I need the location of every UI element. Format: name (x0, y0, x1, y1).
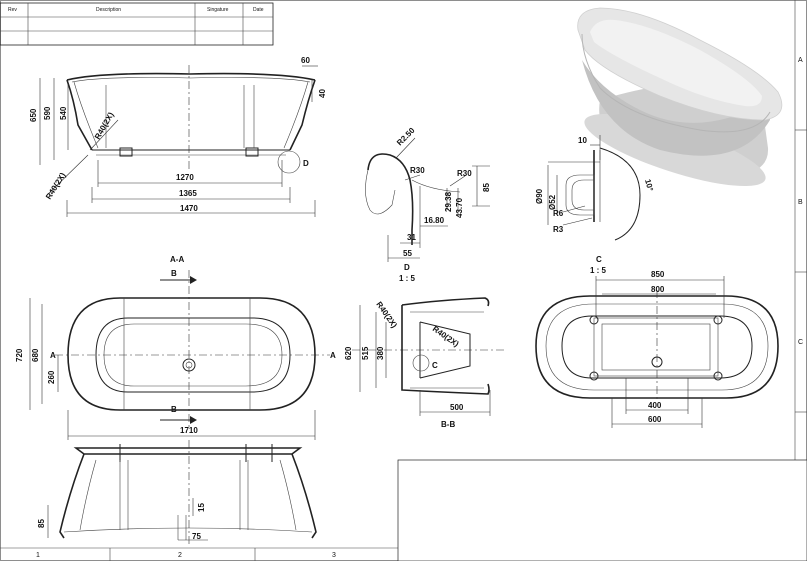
detail-c-view: 10 Ø90 Ø52 R6 R3 10° (535, 135, 655, 241)
dim-1365: 1365 (179, 189, 197, 198)
dim-16-80: 16.80 (424, 216, 445, 225)
detail-d-view: R2.50 R30 R30 29.38 43.70 85 16.80 31 55 (365, 126, 491, 262)
dim-1710: 1710 (180, 426, 198, 435)
dim-260: 260 (47, 370, 56, 384)
dim-55: 55 (403, 249, 412, 258)
dim-r30-right: R30 (457, 169, 472, 178)
dim-400: 400 (648, 401, 662, 410)
dim-75: 75 (192, 532, 201, 541)
dim-850: 850 (651, 270, 665, 279)
dim-dia-52: Ø52 (548, 194, 557, 210)
section-b-b-view: C R40(2X) R40(2X) 620 515 380 500 B-B (344, 297, 505, 429)
dim-r3: R3 (553, 225, 564, 234)
zone-row-c: C (798, 339, 803, 346)
plan-view: A-A B B A A 720 680 260 1710 (15, 255, 336, 440)
dim-500: 500 (450, 403, 464, 412)
zone-col-1: 1 (36, 552, 40, 559)
rev-header: Rev (8, 7, 17, 13)
tub-3d-render (577, 7, 783, 187)
title-block-area (397, 459, 807, 562)
detail-c-ref: C (432, 361, 438, 370)
dim-31: 31 (407, 233, 416, 242)
dim-r6: R6 (553, 209, 564, 218)
section-a-a-label: A-A (170, 255, 184, 264)
detail-c-plan-view: C 1 : 5 850 800 400 600 (535, 255, 779, 428)
dim-10: 10 (578, 136, 587, 145)
detail-d-ref: D (303, 159, 309, 168)
side-view: D 60 40 650 590 540 R40(2X) R40(2X) 1270… (29, 56, 327, 217)
section-marker-a-left: A (50, 351, 56, 360)
dim-720: 720 (15, 348, 24, 362)
detail-d-label: D (404, 263, 410, 272)
dim-590: 590 (43, 106, 52, 120)
dim-85: 85 (482, 183, 491, 192)
dim-15: 15 (197, 503, 206, 512)
dim-680: 680 (31, 348, 40, 362)
dim-r30-left: R30 (410, 166, 425, 175)
dim-800: 800 (651, 285, 665, 294)
dim-600: 600 (648, 415, 662, 424)
date-header: Date (253, 7, 264, 13)
dim-650: 650 (29, 108, 38, 122)
dim-r40-lower: R40(2X) (44, 171, 68, 201)
section-b-b-label: B-B (441, 420, 455, 429)
dim-85-front: 85 (37, 519, 46, 528)
zone-row-b: B (798, 199, 803, 206)
dim-380: 380 (376, 346, 385, 360)
zone-col-2: 2 (178, 552, 182, 559)
zone-row-a: A (798, 57, 803, 64)
signature-header: Singature (207, 7, 229, 13)
zone-col-3: 3 (332, 552, 336, 559)
dim-43-70: 43.70 (455, 197, 464, 218)
description-header: Description (96, 7, 121, 13)
front-view: 85 15 75 (37, 440, 317, 545)
dim-r40-bb-top: R40(2X) (374, 300, 399, 330)
dim-1470: 1470 (180, 204, 198, 213)
dim-515: 515 (361, 346, 370, 360)
detail-c-plan-label: C (596, 255, 602, 264)
detail-c-plan-scale: 1 : 5 (590, 266, 607, 275)
dim-40: 40 (318, 89, 327, 98)
dim-29-38: 29.38 (444, 191, 453, 212)
dim-dia-90: Ø90 (535, 188, 544, 204)
dim-r2-50: R2.50 (395, 126, 417, 148)
dim-540: 540 (59, 106, 68, 120)
dim-620: 620 (344, 346, 353, 360)
section-marker-b-top: B (171, 269, 177, 278)
revision-table: Rev Description Singature Date (0, 2, 274, 46)
dim-10-deg: 10° (643, 178, 655, 192)
section-marker-a-right: A (330, 351, 336, 360)
dim-60: 60 (301, 56, 310, 65)
detail-d-scale: 1 : 5 (399, 274, 416, 283)
dim-1270: 1270 (176, 173, 194, 182)
